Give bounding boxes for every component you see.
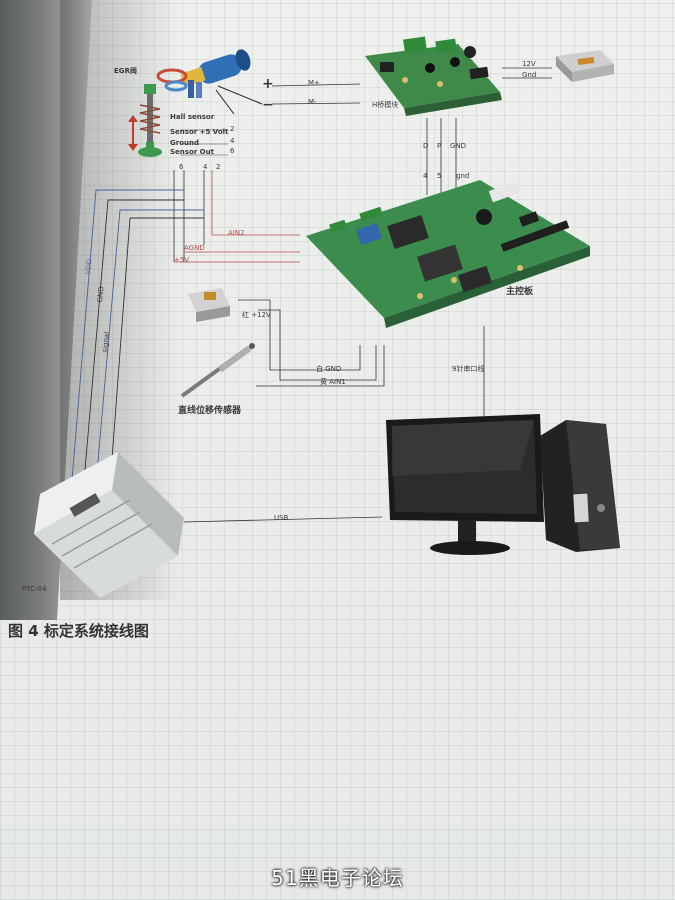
displacement-sensor (180, 288, 255, 398)
pin-4-label: 4 (423, 172, 428, 180)
egr-label: EGR阀 (114, 67, 137, 75)
ptc04-programmer (34, 452, 184, 598)
pin-gnd-label: GND (450, 142, 467, 150)
figure-caption: 图 4 标定系统接线图 (8, 622, 149, 640)
power-supply (556, 50, 614, 82)
ground-label: Ground (170, 139, 199, 147)
gnd-ptc-label: GND (96, 286, 106, 303)
ptc-label: PTC-04 (22, 585, 47, 593)
sensor-to-board-lines (238, 299, 385, 387)
displacement-sensor-label: 直线位移传感器 (178, 406, 242, 416)
motor-lines (271, 83, 361, 105)
serial-label: 9针串口线 (452, 365, 485, 373)
agnd-label: AGND (184, 244, 205, 252)
computer (386, 414, 620, 555)
top-4-label: 4 (203, 163, 208, 171)
plus-terminal: + (262, 76, 274, 92)
pin-5-label: 5 (437, 172, 442, 180)
m-plus-label: M+ (308, 79, 320, 87)
watermark: 51黑电子论坛 (271, 866, 404, 890)
sensor-5v-pin: 2 (230, 125, 235, 133)
minus-terminal: − (262, 97, 274, 113)
sensor-out-pin: 6 (230, 147, 235, 155)
main-board-label: 主控板 (506, 287, 534, 297)
main-board (306, 180, 590, 328)
pin-d-label: D (423, 142, 429, 150)
ptc-wires (71, 189, 204, 487)
vdd-label: VDD (84, 258, 94, 275)
yellow-ain1-label: 黄 AIN1 (320, 378, 346, 386)
pin-gnd2-label: gnd (456, 172, 470, 180)
usb-line (183, 516, 383, 523)
hall-sensor-label: Hall sensor (170, 113, 215, 121)
sensor-out-label: Sensor Out (170, 148, 214, 156)
egr-valve (128, 49, 263, 157)
gnd-ps-label: Gnd (522, 71, 537, 79)
white-gnd-label: 白 GND (316, 365, 342, 373)
five-v-label: +5V (174, 256, 190, 264)
red-12v-label: 红 +12V (242, 311, 271, 319)
control-lines (426, 118, 457, 195)
top-6-label: 6 (179, 163, 184, 171)
pin-p-label: P (437, 142, 442, 150)
m-minus-label: M- (308, 98, 317, 106)
sensor-wires (173, 170, 300, 263)
hbridge-board (365, 36, 502, 116)
usb-label: USB (274, 514, 289, 522)
power-lines (502, 67, 552, 79)
ground-pin: 4 (230, 137, 235, 145)
top-2-label: 2 (216, 163, 221, 171)
hbridge-label: H桥模块 (372, 101, 399, 109)
12v-label: 12V (522, 60, 536, 68)
ain2-label: AIN2 (228, 229, 245, 237)
sensor-5v-label: Sensor +5 Volt (170, 128, 229, 136)
